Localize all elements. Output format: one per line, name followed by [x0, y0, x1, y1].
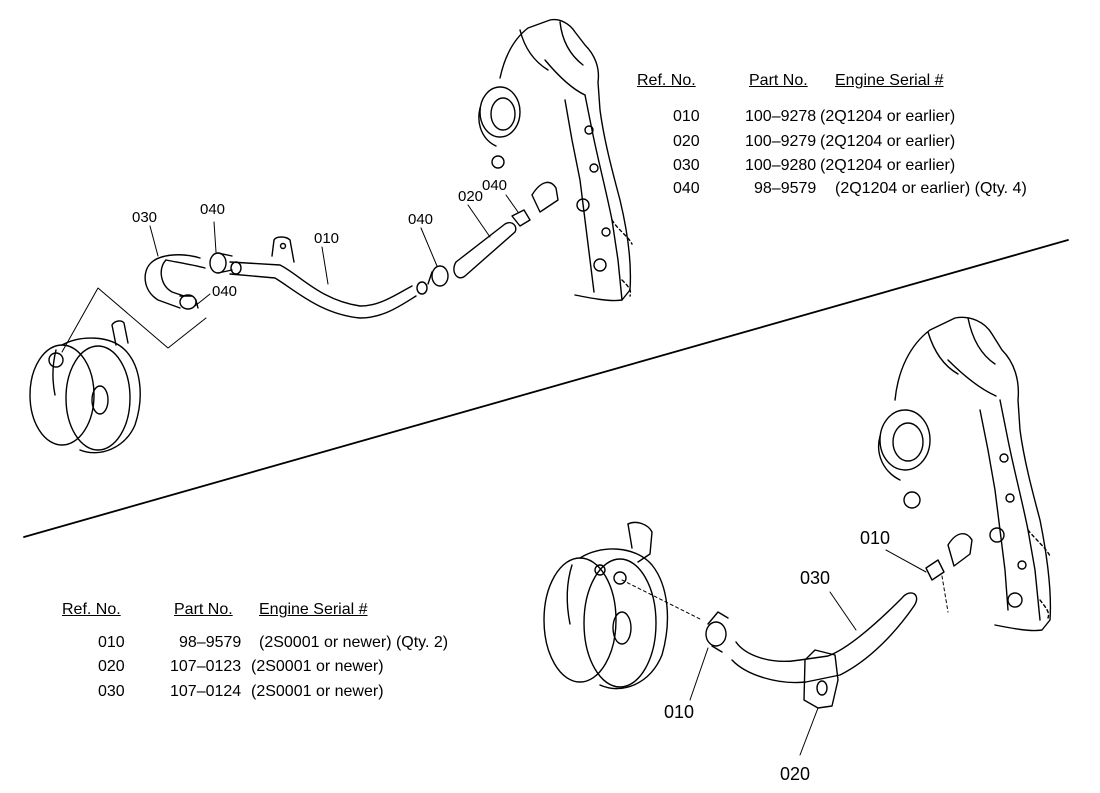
callout-040: 040: [212, 283, 237, 300]
clamp-040-parts-top: [179, 181, 559, 310]
engine-serial-header: Engine Serial #: [835, 72, 944, 89]
ref-no-header: Ref. No.: [637, 72, 696, 89]
part-desc: (2Q1204 or earlier): [820, 133, 956, 150]
callout-030: 030: [132, 209, 157, 226]
part-desc: (2S0001 or newer) (Qty. 2): [259, 634, 449, 651]
part-desc: (2S0001 or newer): [251, 658, 384, 675]
clamp-010-parts-bottom: [705, 533, 973, 653]
ref-no: 010: [673, 108, 700, 125]
part-no: 107–0124: [170, 683, 242, 700]
callout-040: 040: [482, 177, 507, 194]
leader-lines-top: [149, 194, 519, 307]
ref-no-header: Ref. No.: [62, 601, 121, 618]
part-desc: (2Q1204 or earlier) (Qty. 4): [835, 180, 1027, 197]
callout-030: 030: [800, 568, 830, 588]
part-no-header: Part No.: [749, 72, 808, 89]
bracket-020-bottom: [803, 649, 839, 709]
part-no: 107–0123: [170, 658, 242, 675]
pipe-010-top: [229, 236, 428, 319]
divider-line: [23, 239, 1069, 538]
callouts-bottom: 010 030 010 020: [664, 528, 890, 784]
hose-030-bottom: [731, 592, 918, 684]
leader-dashed-bottom-2: [941, 575, 949, 613]
part-no: 100–9279: [745, 133, 817, 150]
part-no: 98–9579: [179, 634, 242, 651]
hose-030-top: [144, 254, 206, 309]
part-no: 98–9579: [754, 180, 817, 197]
callout-020: 020: [780, 764, 810, 784]
part-no: 100–9278: [745, 108, 817, 125]
leader-dashed-bottom: [621, 579, 703, 621]
hose-020-top: [453, 222, 517, 279]
ref-no: 020: [673, 133, 700, 150]
callout-040: 040: [200, 201, 225, 218]
engine-housing-bottom: [878, 316, 1052, 632]
callout-040: 040: [408, 211, 433, 228]
part-desc: (2Q1204 or earlier): [820, 157, 956, 174]
callout-010: 010: [664, 702, 694, 722]
engine-housing-top: [478, 18, 633, 302]
part-desc: (2S0001 or newer): [251, 683, 384, 700]
ref-no: 030: [98, 683, 125, 700]
part-no: 100–9280: [745, 157, 817, 174]
oil-cooler-bottom: [543, 521, 669, 690]
callout-020: 020: [458, 188, 483, 205]
parts-table-bottom: Ref. No. Part No. Engine Serial # 010 98…: [62, 599, 502, 709]
callout-010: 010: [860, 528, 890, 548]
leader-frame: [61, 287, 207, 353]
leader-lines-bottom: [689, 549, 927, 756]
part-desc: (2Q1204 or earlier): [820, 108, 956, 125]
callouts-top: 030 040 040 010 040 020 040: [132, 177, 507, 300]
ref-no: 020: [98, 658, 125, 675]
oil-cooler-top: [29, 320, 141, 454]
engine-serial-header: Engine Serial #: [259, 601, 368, 618]
ref-no: 040: [673, 180, 700, 197]
callout-010: 010: [314, 230, 339, 247]
ref-no: 030: [673, 157, 700, 174]
parts-table-top: Ref. No. Part No. Engine Serial # 010 10…: [637, 70, 1087, 200]
part-no-header: Part No.: [174, 601, 233, 618]
ref-no: 010: [98, 634, 125, 651]
